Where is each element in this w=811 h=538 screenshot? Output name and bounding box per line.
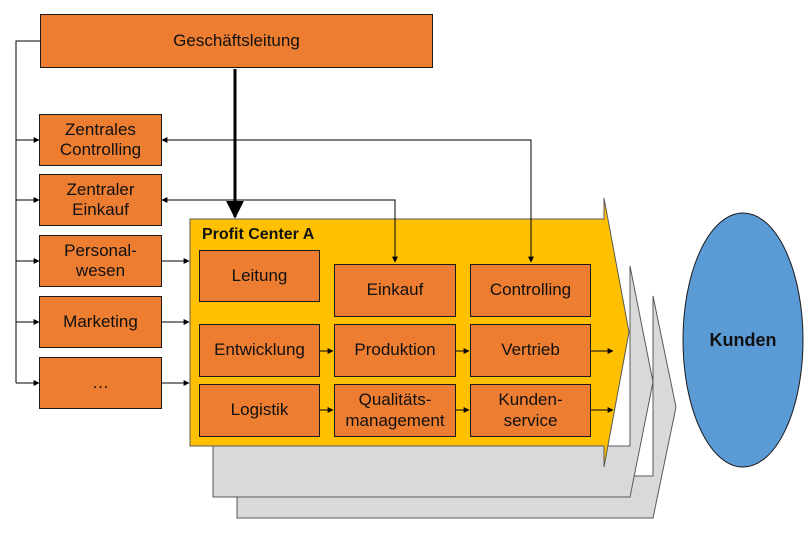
vertrieb-box: Vertrieb: [470, 324, 591, 377]
connector-management-bus: [15, 40, 40, 383]
connector-purchasing-link: [161, 197, 398, 263]
produktion-box: Produktion: [334, 324, 456, 377]
qualitaetsmanagement-box: Qualitäts- management: [334, 384, 456, 437]
personnel-box: Personal- wesen: [39, 235, 162, 287]
profit-center-title: Profit Center A: [202, 226, 315, 243]
kundenservice-box: Kunden- service: [470, 384, 591, 437]
more-units-box: …: [39, 357, 162, 409]
leitung-box: Leitung: [199, 250, 320, 302]
management-box: Geschäftsleitung: [40, 14, 433, 68]
entwicklung-box: Entwicklung: [199, 324, 320, 377]
logistik-box: Logistik: [199, 384, 320, 437]
marketing-box: Marketing: [39, 296, 162, 348]
connector-controlling-link: [161, 137, 534, 263]
central-controlling-box: Zentrales Controlling: [39, 114, 162, 166]
customer-ellipse: [682, 212, 804, 468]
central-purchasing-box: Zentraler Einkauf: [39, 174, 162, 226]
customer-label: Kunden: [709, 329, 777, 350]
profit-center-shadow-middle: [212, 265, 654, 498]
einkauf-box: Einkauf: [334, 264, 456, 317]
controlling-box: Controlling: [470, 264, 591, 317]
